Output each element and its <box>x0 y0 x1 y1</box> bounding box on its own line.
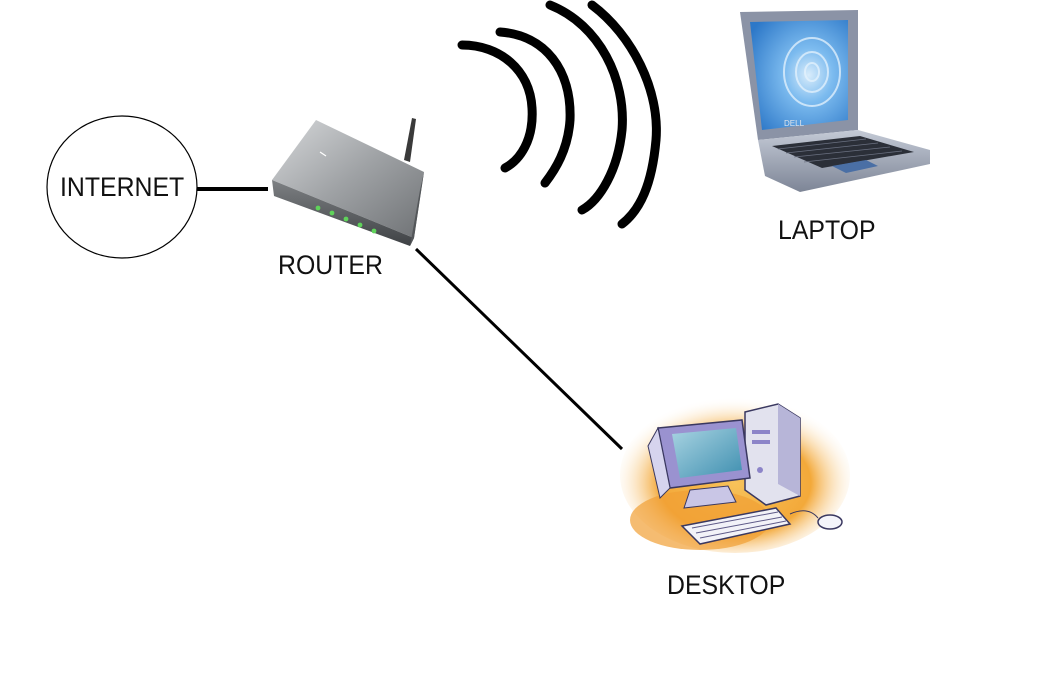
wifi-signal-icon <box>457 0 661 229</box>
laptop-icon: DELL <box>740 10 930 192</box>
svg-text:DELL: DELL <box>784 119 805 128</box>
desktop-computer-icon <box>620 397 850 553</box>
connections <box>197 187 624 451</box>
router-label: ROUTER <box>278 250 383 280</box>
desktop-label: DESKTOP <box>667 570 786 600</box>
laptop-label: LAPTOP <box>778 215 876 245</box>
router-icon <box>272 118 424 246</box>
link-router-desktop <box>414 247 624 451</box>
internet-label: INTERNET <box>60 172 185 202</box>
